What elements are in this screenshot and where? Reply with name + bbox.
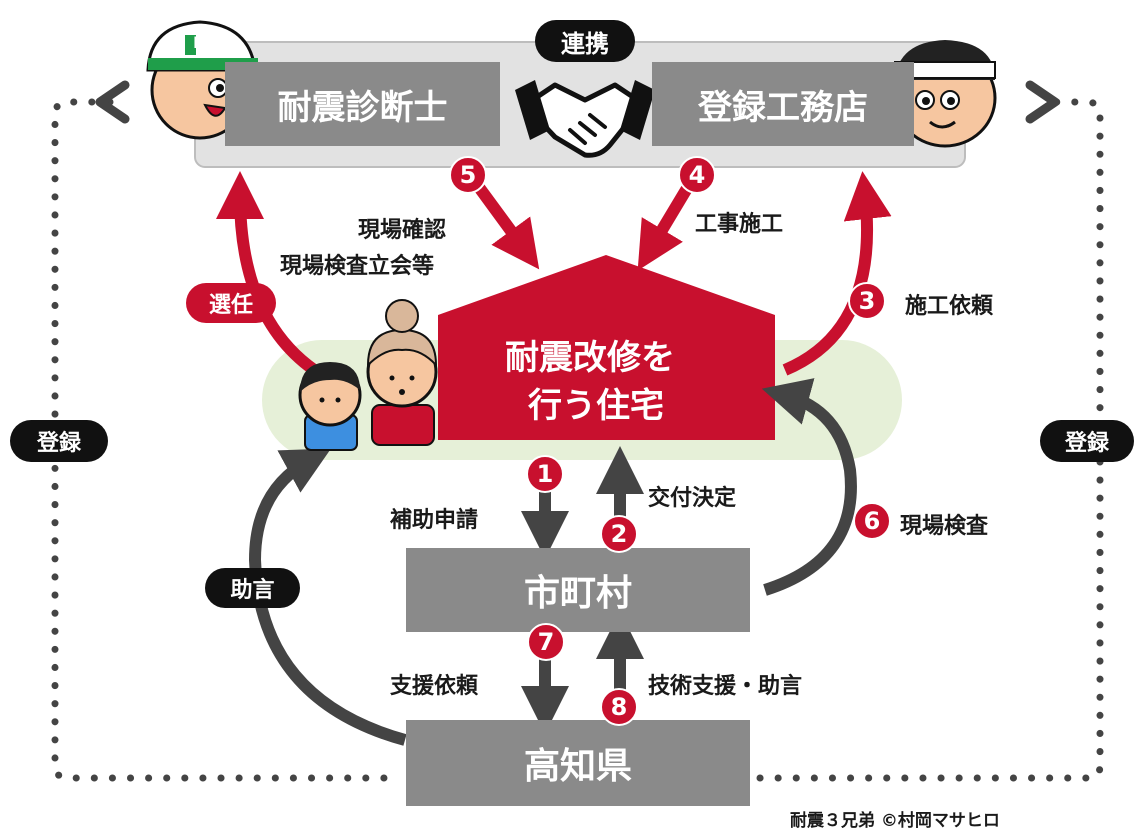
step-5-label-line1: 現場確認 bbox=[358, 218, 447, 243]
step-7-label: 支援依頼 bbox=[390, 674, 479, 699]
house-title-line2: 行う住宅 bbox=[528, 386, 664, 426]
step-6-badge: 6 bbox=[853, 502, 891, 540]
shichoson-box: 市町村 bbox=[406, 548, 750, 632]
komuten-label: 登録工務店 bbox=[698, 87, 868, 128]
helmet-letter: K bbox=[193, 33, 206, 52]
step-8-label: 技術支援・助言 bbox=[648, 674, 803, 699]
handshake-icon bbox=[515, 80, 655, 158]
credit-text: 耐震３兄弟 ©村岡マサヒロ bbox=[790, 811, 1000, 831]
step-5-label-line2: 現場検査立会等 bbox=[280, 254, 435, 279]
step-2-label: 交付決定 bbox=[648, 486, 737, 511]
step-1-label: 補助申請 bbox=[390, 508, 479, 533]
step-4-badge: 4 bbox=[678, 156, 716, 194]
step-8-badge: 8 bbox=[600, 688, 638, 726]
toroku-right-badge: 登録 bbox=[1040, 420, 1134, 462]
chevron-right-icon bbox=[1025, 80, 1060, 124]
toroku-left-badge: 登録 bbox=[10, 420, 108, 462]
step-2-badge: 2 bbox=[600, 515, 638, 553]
registration-loop-dots bbox=[51, 98, 1104, 782]
step-4-label: 工事施工 bbox=[695, 212, 784, 237]
kochi-label: 高知県 bbox=[523, 746, 632, 787]
step-3-badge: 3 bbox=[848, 282, 886, 320]
shindanshi-label: 耐震診断士 bbox=[277, 87, 448, 128]
arrow-step6 bbox=[761, 378, 857, 596]
house-shape bbox=[438, 255, 775, 440]
step-6-label: 現場検査 bbox=[900, 514, 989, 539]
step-5-badge: 5 bbox=[449, 156, 487, 194]
kochi-box: 高知県 bbox=[406, 720, 750, 806]
shichoson-label: 市町村 bbox=[523, 573, 632, 614]
josei-badge: 助言 bbox=[205, 568, 300, 608]
house-title-line1: 耐震改修を bbox=[505, 338, 675, 378]
grandmother-character-icon bbox=[366, 299, 438, 446]
step-7-badge: 7 bbox=[527, 623, 565, 661]
shindanshi-box: 耐震診断士 bbox=[225, 62, 500, 146]
senin-badge: 選任 bbox=[186, 283, 276, 323]
builder-character-icon bbox=[893, 40, 997, 148]
child-character-icon bbox=[298, 362, 362, 451]
step-1-badge: 1 bbox=[526, 455, 564, 493]
chevron-left-icon bbox=[95, 80, 130, 124]
renkei-badge: 連携 bbox=[535, 20, 635, 62]
komuten-box: 登録工務店 bbox=[652, 62, 914, 146]
step-3-label: 施工依頼 bbox=[905, 294, 994, 319]
